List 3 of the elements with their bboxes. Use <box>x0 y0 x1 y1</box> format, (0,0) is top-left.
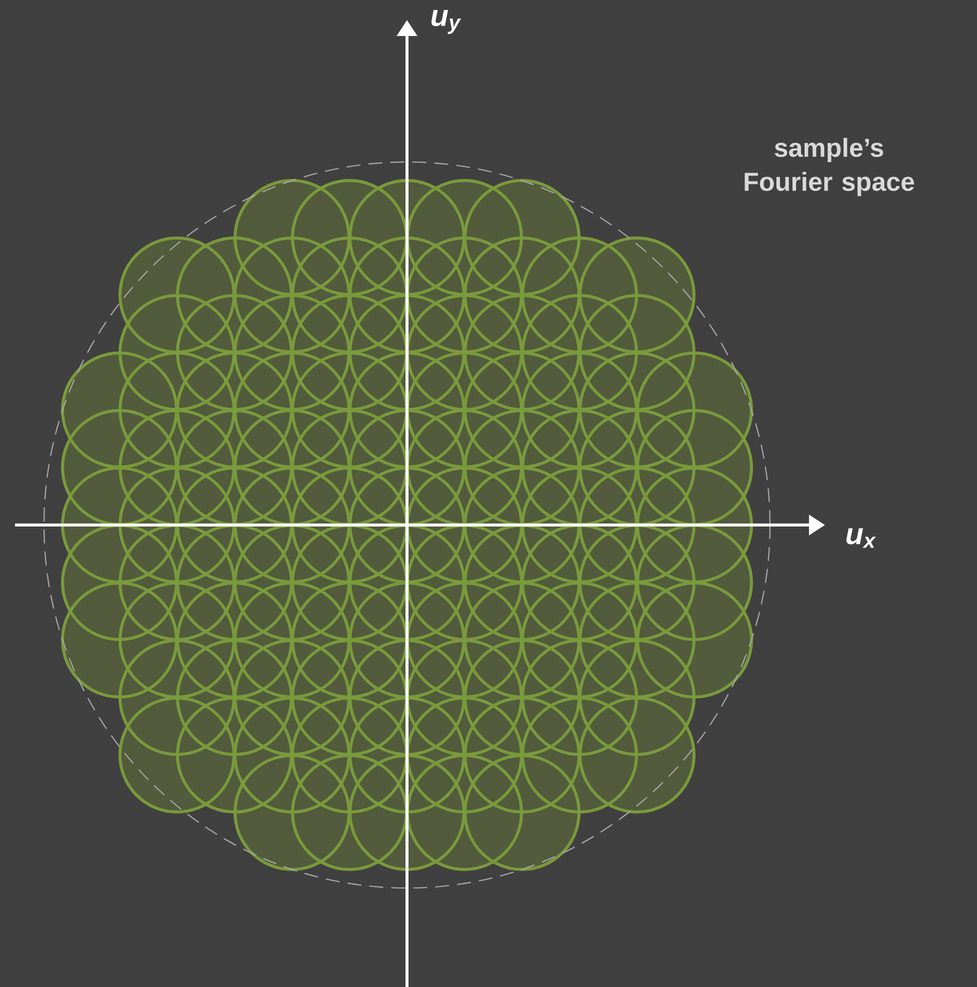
axis-label: u$_{x}$ <box>846 528 876 548</box>
title-text: sample’s Fourier space <box>744 138 914 196</box>
axis-label: u$_{y}$ <box>431 10 462 34</box>
